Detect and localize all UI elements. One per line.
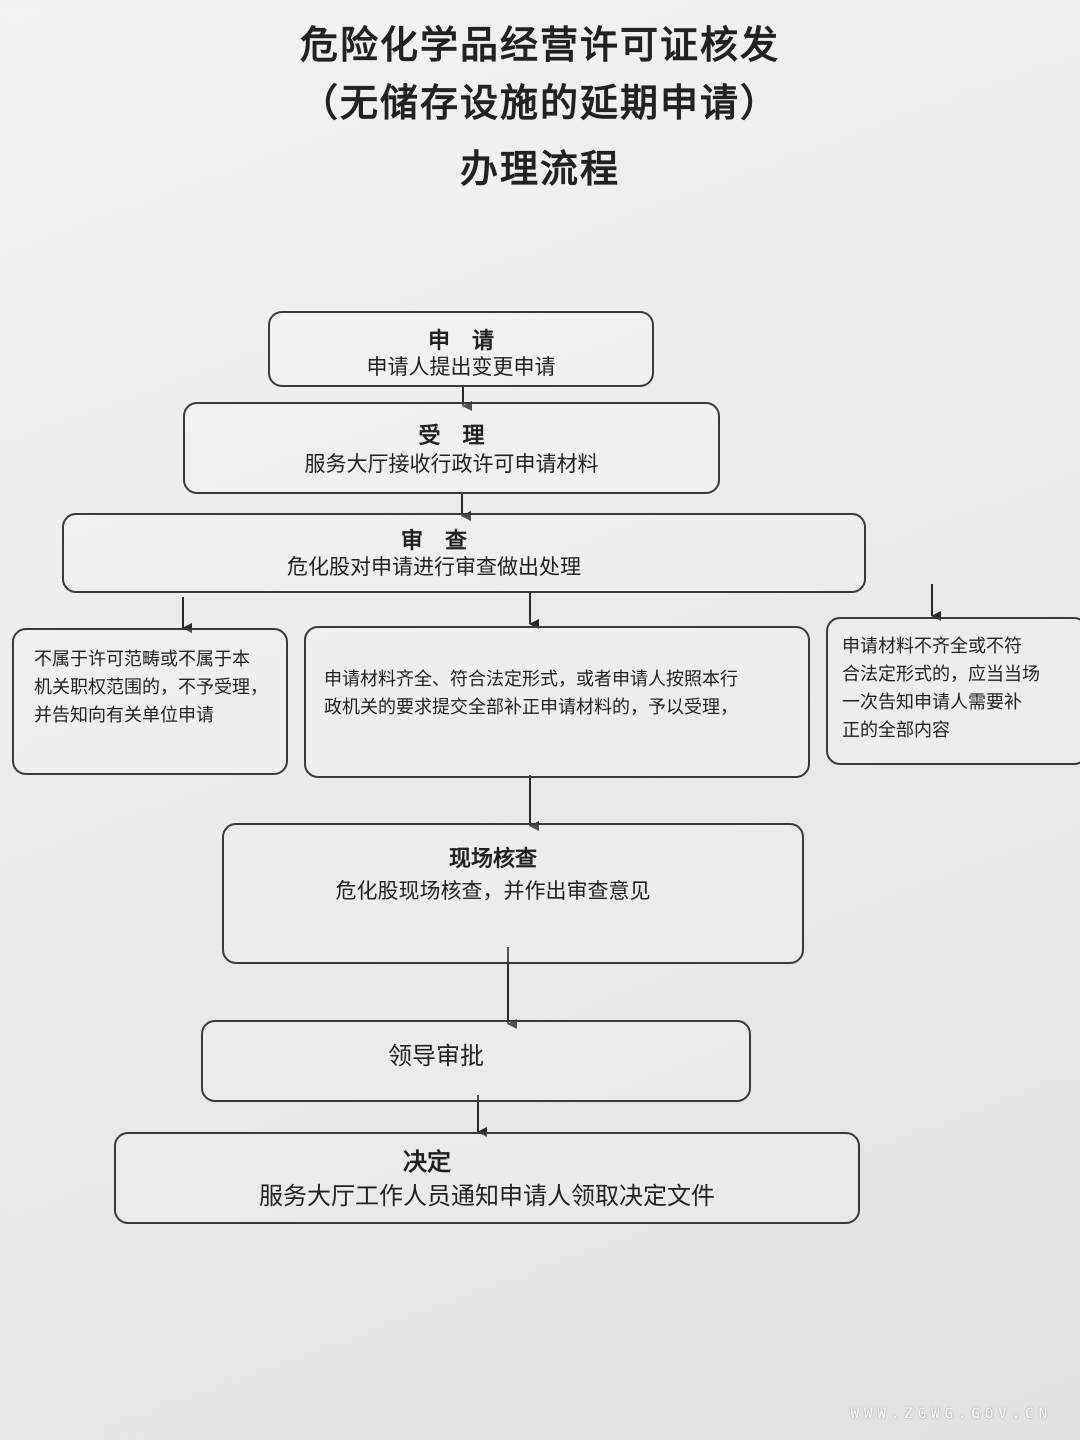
watermark: WWW.ZGWG.GOV.CN bbox=[850, 1406, 1052, 1422]
branch-accept-line: 政机关的要求提交全部补正申请材料的，予以受理， bbox=[324, 697, 738, 718]
branch-supplement-line: 申请材料不齐全或不符 bbox=[842, 636, 1022, 657]
branch-supplement-line: 正的全部内容 bbox=[842, 720, 950, 741]
step-approval: 领导审批 bbox=[201, 1020, 751, 1102]
step-review-heading: 审 查 bbox=[400, 528, 467, 554]
branch-supplement-line: 合法定形式的，应当当场 bbox=[842, 664, 1040, 685]
step-onsite-text: 危化股现场核查，并作出审查意见 bbox=[335, 879, 651, 903]
step-onsite-heading: 现场核查 bbox=[448, 846, 537, 872]
page-title: 危险化学品经营许可证核发 bbox=[299, 23, 780, 67]
branch-accept: 申请材料齐全、符合法定形式，或者申请人按照本行 政机关的要求提交全部补正申请材料… bbox=[304, 626, 810, 778]
step-review: 审 查 危化股对申请进行审查做出处理 bbox=[62, 513, 866, 593]
step-apply: 申 请 申请人提出变更申请 bbox=[268, 311, 654, 387]
page-title-process: 办理流程 bbox=[459, 147, 620, 191]
branch-reject-line: 不属于许可范畴或不属于本 bbox=[34, 649, 250, 670]
branch-accept-line: 申请材料齐全、符合法定形式，或者申请人按照本行 bbox=[324, 669, 738, 690]
step-accept-text: 服务大厅接收行政许可申请材料 bbox=[304, 452, 599, 476]
step-onsite: 现场核查 危化股现场核查，并作出审查意见 bbox=[222, 823, 804, 964]
step-apply-text: 申请人提出变更申请 bbox=[366, 355, 556, 379]
branch-supplement: 申请材料不齐全或不符 合法定形式的，应当当场 一次告知申请人需要补 正的全部内容 bbox=[826, 617, 1080, 765]
step-decision-heading: 决定 bbox=[403, 1147, 451, 1176]
step-decision-text: 服务大厅工作人员通知申请人领取决定文件 bbox=[259, 1182, 715, 1210]
step-approval-heading: 领导审批 bbox=[388, 1042, 484, 1070]
step-accept: 受 理 服务大厅接收行政许可申请材料 bbox=[183, 402, 720, 494]
step-accept-heading: 受 理 bbox=[418, 423, 485, 449]
branch-reject-line: 机关职权范围的，不予受理， bbox=[34, 677, 268, 698]
branch-reject-line: 并告知向有关单位申请 bbox=[34, 705, 214, 726]
step-decision: 决定 服务大厅工作人员通知申请人领取决定文件 bbox=[114, 1132, 860, 1224]
branch-reject: 不属于许可范畴或不属于本 机关职权范围的，不予受理， 并告知向有关单位申请 bbox=[12, 628, 288, 775]
branch-supplement-line: 一次告知申请人需要补 bbox=[842, 692, 1022, 713]
step-apply-heading: 申 请 bbox=[427, 328, 494, 354]
step-review-text: 危化股对申请进行审查做出处理 bbox=[287, 555, 581, 579]
page-subtitle: （无储存设施的延期申请） bbox=[299, 81, 780, 125]
